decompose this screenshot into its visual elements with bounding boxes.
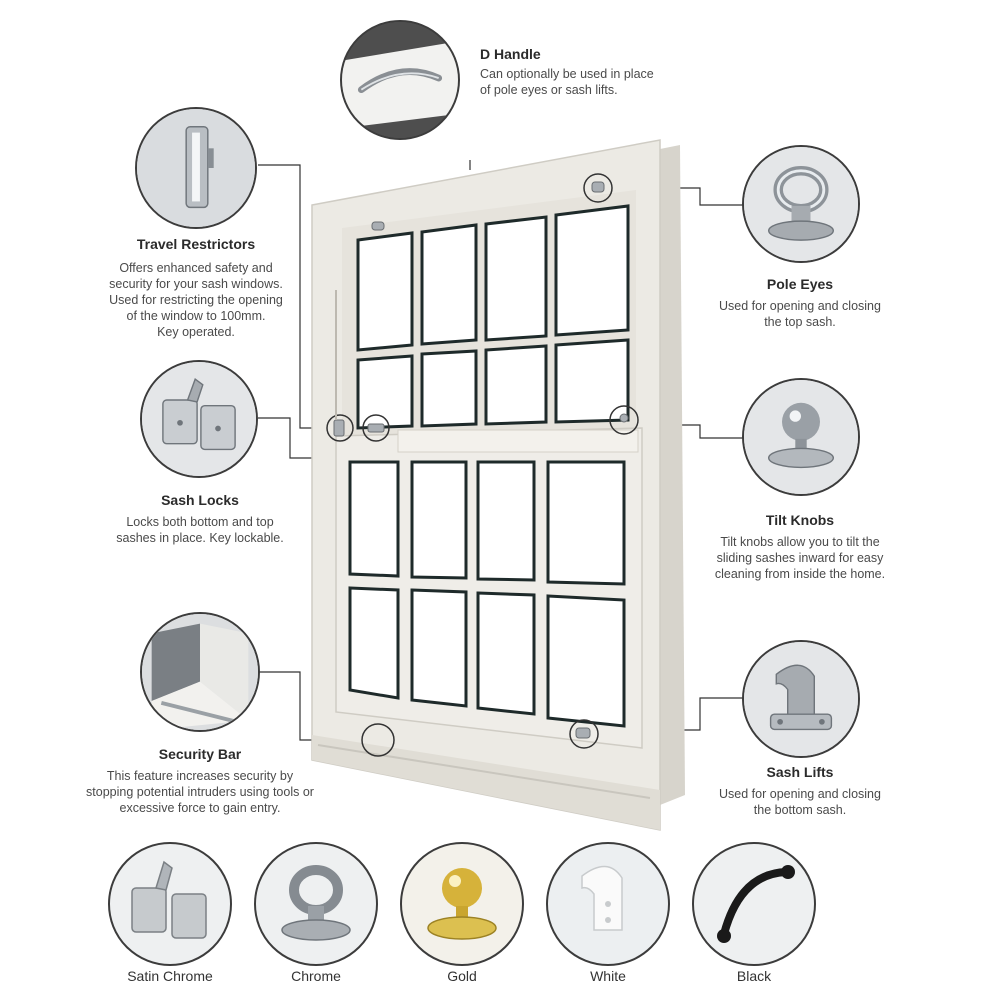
hardware-markers	[326, 173, 639, 757]
sash-lift-photo	[742, 640, 860, 758]
security-bar-photo	[140, 612, 260, 732]
finish-label-white: White	[590, 968, 626, 984]
sash-lifts-title: Sash Lifts	[766, 764, 834, 780]
bottom-sash-panes	[348, 460, 626, 728]
travel-restrictors-title: Travel Restrictors	[136, 236, 256, 252]
travel-restrictor-photo	[135, 107, 257, 229]
finish-label-chrome: Chrome	[291, 968, 341, 984]
d-handle-photo	[340, 20, 460, 140]
finish-label-black: Black	[736, 968, 772, 984]
marker-security-bar	[361, 723, 395, 757]
finish-gold	[400, 842, 524, 966]
tilt-knobs-title: Tilt Knobs	[765, 512, 835, 528]
pole-eyes-title: Pole Eyes	[766, 276, 834, 292]
d-handle-desc: Can optionally be used in place of pole …	[480, 67, 654, 97]
finish-chrome	[254, 842, 378, 966]
marker-travel-restrictor	[326, 414, 354, 442]
top-sash-panes	[356, 204, 630, 430]
sash-locks-title: Sash Locks	[161, 492, 239, 508]
tilt-knob-photo	[742, 378, 860, 496]
security-bar-title: Security Bar	[158, 746, 242, 762]
marker-sash-lock	[362, 414, 390, 442]
finish-label-satin-chrome: Satin Chrome	[127, 968, 213, 984]
finish-black	[692, 842, 816, 966]
pole-eye-photo	[742, 145, 860, 263]
security-bar-desc: This feature increases security by stopp…	[86, 769, 314, 815]
marker-tilt-knob	[609, 405, 639, 435]
marker-pole-eye	[583, 173, 613, 203]
sash-lock-photo	[140, 360, 258, 478]
sash-locks-desc: Locks both bottom and top sashes in plac…	[116, 515, 284, 545]
finish-white	[546, 842, 670, 966]
marker-sash-lift	[569, 719, 599, 749]
sash-lifts-desc: Used for opening and closing the bottom …	[719, 787, 881, 817]
travel-restrictors-desc: Offers enhanced safety and security for …	[109, 261, 283, 339]
d-handle-title: D Handle	[480, 46, 541, 62]
finish-label-gold: Gold	[447, 968, 477, 984]
finish-satin-chrome	[108, 842, 232, 966]
tilt-knobs-desc: Tilt knobs allow you to tilt the sliding…	[714, 535, 886, 581]
pole-eyes-desc: Used for opening and closing the top sas…	[719, 299, 881, 329]
hardware-parts	[333, 181, 629, 739]
